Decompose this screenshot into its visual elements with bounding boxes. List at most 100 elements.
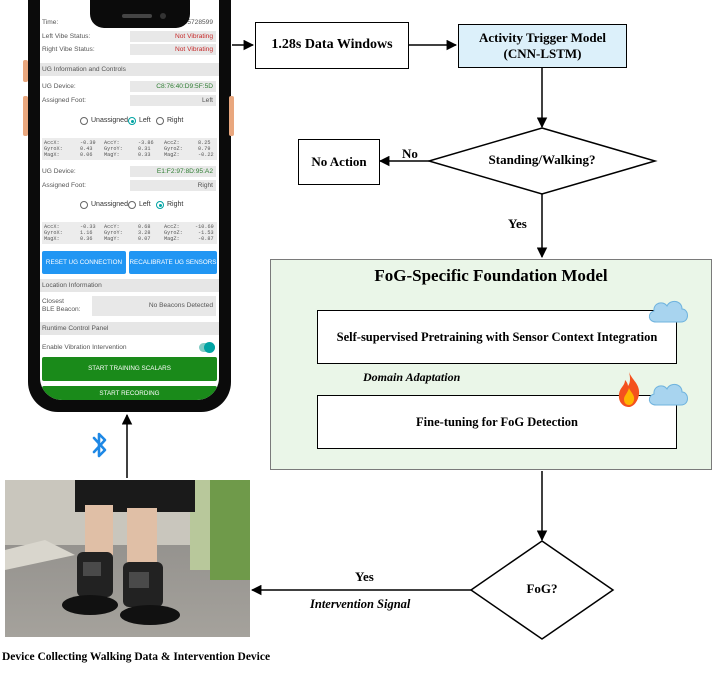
beacon-value: No Beacons Detected	[92, 296, 216, 316]
s1-r2c1: 0.06	[80, 152, 93, 158]
foot1-row: Assigned Foot: Left	[40, 95, 219, 107]
s2-r0c1: -0.33	[80, 224, 96, 230]
s1-r2c4: MagZ:	[164, 152, 180, 158]
radio-right-1[interactable]	[156, 117, 164, 125]
right-vibe-label: Right Vibe Status:	[42, 46, 95, 53]
s1-r0c0: AccX:	[44, 140, 60, 146]
radio-left-label-2: Left	[139, 201, 151, 208]
reset-ug-connection-button[interactable]: RESET UG CONNECTION	[42, 251, 126, 274]
start-training-scalars-button[interactable]: START TRAINING SCALARS	[42, 357, 217, 381]
s2-r1c4: GyroZ:	[164, 230, 183, 236]
foot2-label: Assigned Foot:	[42, 182, 86, 189]
radio-unassigned-label-2: Unassigned	[91, 201, 128, 208]
cloud-icon	[648, 384, 688, 406]
s1-r2c3: 0.33	[138, 152, 151, 158]
fog-label: FoG?	[526, 581, 558, 596]
sensor-readings-2: AccX: -0.33 AccY: 0.68 AccZ: -10.69 Gyro…	[42, 222, 217, 244]
sensor-readings-1: AccX: -0.39 AccY: -3.86 AccZ: 8.25 GyroX…	[42, 138, 217, 160]
s2-r2c1: 0.36	[80, 236, 93, 242]
left-vibe-label: Left Vibe Status:	[42, 33, 91, 40]
s1-r1c4: GyroZ:	[164, 146, 183, 152]
time-label: Time:	[42, 19, 59, 26]
phone-power-button	[229, 96, 234, 136]
radio-unassigned-1[interactable]	[80, 117, 88, 125]
foot2-value: Right	[130, 180, 216, 191]
s2-r0c0: AccX:	[44, 224, 60, 230]
bluetooth-icon	[92, 432, 107, 458]
data-windows-box: 1.28s Data Windows	[255, 22, 409, 69]
device-caption: Device Collecting Walking Data & Interve…	[2, 651, 271, 663]
standing-walking-label: Standing/Walking?	[488, 152, 596, 167]
time-row: Time: 205728599	[40, 17, 219, 29]
radio-unassigned-2[interactable]	[80, 201, 88, 209]
device2-row: UG Device: E1:F2:97:8D:95:A2	[40, 166, 219, 178]
device1-label: UG Device:	[42, 83, 76, 90]
s2-r2c3: 0.07	[138, 236, 151, 242]
s1-r1c3: 0.31	[138, 146, 151, 152]
s1-r1c0: GyroX:	[44, 146, 63, 152]
s2-r2c2: MagY:	[104, 236, 120, 242]
s1-r0c1: -0.39	[80, 140, 96, 146]
finetuning-box: Fine-tuning for FoG Detection	[317, 395, 677, 449]
radio-right-2[interactable]	[156, 201, 164, 209]
s1-r2c5: -0.22	[198, 152, 214, 158]
no-label: No	[402, 146, 418, 161]
radio-left-label: Left	[139, 117, 151, 124]
foot1-value: Left	[130, 95, 216, 106]
s1-r2c2: MagY:	[104, 152, 120, 158]
phone-screen: Time: 205728599 Left Vibe Status: Not Vi…	[40, 0, 219, 400]
recalibrate-ug-sensors-button[interactable]: RECALIBRATE UG SENSORS	[129, 251, 217, 274]
radio-right-label-2: Right	[167, 201, 184, 208]
device1-row: UG Device: C8:76:40:D9:5F:5D	[40, 81, 219, 93]
s1-r1c1: 0.43	[80, 146, 93, 152]
s1-r1c2: GyroY:	[104, 146, 123, 152]
device2-label: UG Device:	[42, 168, 76, 175]
runtime-section-header: Runtime Control Panel	[40, 322, 219, 335]
foundation-model-title: FoG-Specific Foundation Model	[374, 266, 608, 285]
fog-decision	[469, 540, 615, 640]
trigger-model-line2: (CNN-LSTM)	[503, 46, 582, 61]
no-action-box: No Action	[298, 139, 380, 185]
radio-unassigned-label: Unassigned	[91, 117, 128, 124]
vibration-label: Enable Vibration Intervention	[42, 344, 127, 351]
vibration-toggle[interactable]	[199, 342, 215, 353]
phone-side-button-lower	[23, 96, 28, 136]
smartphone: Time: 205728599 Left Vibe Status: Not Vi…	[28, 0, 231, 412]
fire-icon	[618, 372, 640, 407]
device1-value: C8:76:40:D9:5F:5D	[130, 81, 216, 92]
radio-right-label: Right	[167, 117, 184, 124]
s2-r2c5: -0.87	[198, 236, 214, 242]
s1-r0c2: AccY:	[104, 140, 120, 146]
s2-r0c3: 0.68	[138, 224, 151, 230]
right-vibe-value: Not Vibrating	[130, 44, 216, 55]
s1-r0c3: -3.86	[138, 140, 154, 146]
phone-notch	[90, 0, 190, 28]
radio-left-1[interactable]	[128, 117, 136, 125]
beacon-label: Closest BLE Beacon:	[42, 298, 81, 314]
yes-label-2: Yes	[355, 569, 374, 584]
s2-r2c4: MagZ:	[164, 236, 180, 242]
s2-r1c0: GyroX:	[44, 230, 63, 236]
s2-r0c2: AccY:	[104, 224, 120, 230]
foot2-radio-group: Unassigned Left Right	[40, 200, 219, 212]
s2-r1c3: 3.28	[138, 230, 151, 236]
s1-r0c4: AccZ:	[164, 140, 180, 146]
foot1-radio-group: Unassigned Left Right	[40, 116, 219, 128]
s2-r2c0: MagX:	[44, 236, 60, 242]
radio-left-2[interactable]	[128, 201, 136, 209]
domain-adaptation-label: Domain Adaptation	[363, 370, 461, 384]
s1-r1c5: 0.79	[198, 146, 211, 152]
phone-side-button-upper	[23, 60, 28, 82]
activity-trigger-model-box: Activity Trigger Model (CNN-LSTM)	[458, 24, 627, 68]
s2-r1c5: -1.53	[198, 230, 214, 236]
s1-r0c5: 8.25	[198, 140, 211, 146]
beacon-label-line1: Closest	[42, 298, 64, 305]
cloud-icon	[648, 301, 688, 323]
s2-r0c5: -10.69	[195, 224, 214, 230]
start-recording-button[interactable]: START RECORDING	[42, 386, 217, 400]
pretraining-box: Self-supervised Pretraining with Sensor …	[317, 310, 677, 364]
device2-value: E1:F2:97:8D:95:A2	[130, 166, 216, 177]
beacon-label-line2: BLE Beacon:	[42, 306, 81, 313]
s2-r1c1: 1.16	[80, 230, 93, 236]
